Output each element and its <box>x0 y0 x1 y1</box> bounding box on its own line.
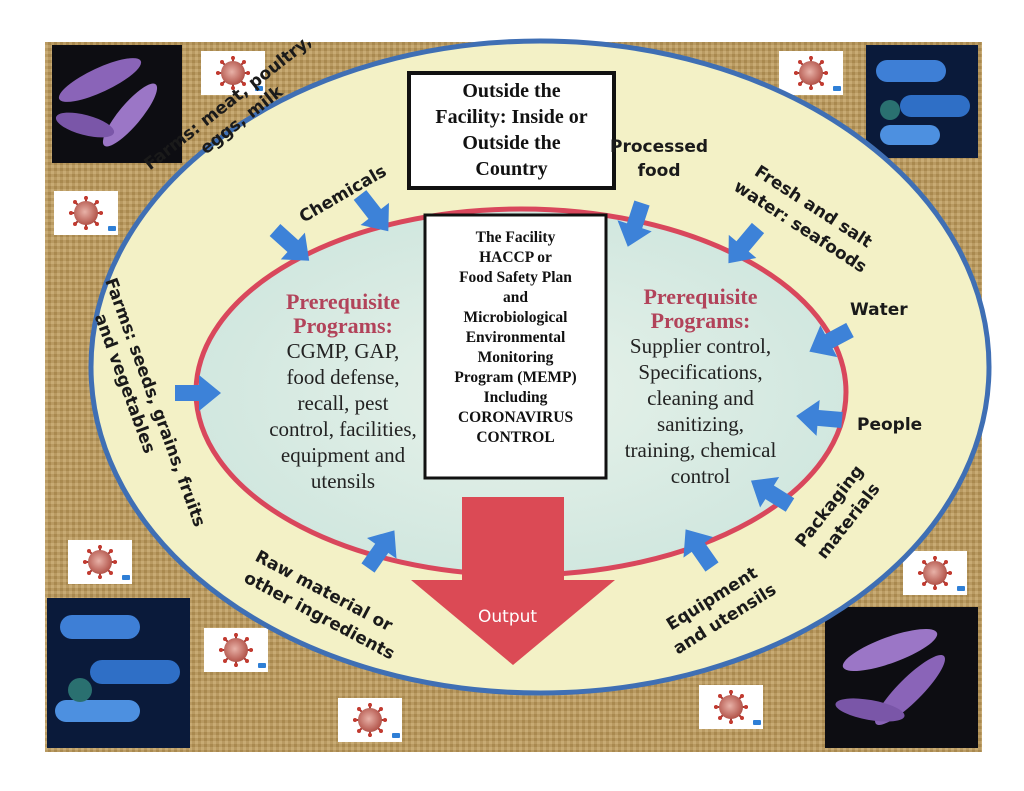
right-program-line: cleaning and <box>647 386 754 410</box>
coronavirus-icon <box>203 627 269 673</box>
facility-line: Monitoring <box>477 349 554 366</box>
left-program-line: CGMP, GAP, <box>286 339 400 363</box>
left-program-title: Programs: <box>293 313 393 338</box>
coronavirus-icon <box>337 697 403 743</box>
label-processed-food: Processed food <box>610 135 708 183</box>
facility-line: Microbiological <box>463 309 568 326</box>
facility-line: CORONAVIRUS <box>457 409 574 426</box>
facility-line: Program (MEMP) <box>454 369 577 386</box>
label-line: Processed <box>610 137 709 157</box>
coronavirus-icon <box>53 190 119 236</box>
blue-bacteria-image-bottom-left <box>47 598 190 748</box>
output-label: Output <box>478 607 538 627</box>
left-program-line: equipment and <box>280 443 406 467</box>
left-program-line: control, facilities, <box>269 417 417 441</box>
coronavirus-icon <box>902 550 968 596</box>
right-program-line: sanitizing, <box>657 412 744 436</box>
outside-line: Outside the <box>462 132 561 154</box>
right-program-title: Prerequisite <box>643 284 758 309</box>
left-program-line: food defense, <box>286 365 400 389</box>
label-people: People <box>857 415 923 435</box>
right-program-title: Programs: <box>650 308 751 333</box>
coronavirus-icon <box>698 684 764 730</box>
purple-bacteria-image-top-left <box>52 45 182 163</box>
facility-line: Environmental <box>465 329 566 346</box>
right-prerequisite-programs: Prerequisite Programs: Supplier control,… <box>608 285 793 489</box>
facility-box <box>423 213 608 480</box>
label-line: food <box>637 161 681 181</box>
outside-facility-text: Outside the Facility: Inside or Outside … <box>411 78 612 182</box>
right-program-line: Supplier control, <box>629 334 772 358</box>
blue-bacteria-image-top-right <box>866 45 978 158</box>
facility-line: CONTROL <box>476 429 555 446</box>
facility-text: The Facility HACCP or Food Safety Plan a… <box>428 228 603 448</box>
facility-line: The Facility <box>475 229 556 246</box>
coronavirus-icon <box>67 539 133 585</box>
purple-bacteria-image-bottom-right <box>825 607 978 748</box>
facility-line: Including <box>483 389 548 406</box>
outside-line: Country <box>475 158 548 180</box>
facility-line: HACCP or <box>479 249 552 266</box>
right-program-line: control <box>670 464 731 488</box>
right-program-line: Specifications, <box>638 360 763 384</box>
outside-facility-box <box>407 71 616 190</box>
coronavirus-icon <box>778 50 844 96</box>
left-program-title: Prerequisite <box>285 289 401 314</box>
facility-line: Food Safety Plan <box>459 269 572 286</box>
facility-line: and <box>503 289 528 306</box>
left-prerequisite-programs: Prerequisite Programs: CGMP, GAP, food d… <box>258 290 428 494</box>
outside-line: Facility: Inside or <box>435 106 588 128</box>
left-program-line: recall, pest <box>297 391 389 415</box>
label-water: Water <box>850 300 908 320</box>
left-program-line: utensils <box>310 469 376 493</box>
right-program-line: training, chemical <box>624 438 777 462</box>
output-arrow <box>411 497 615 665</box>
outside-line: Outside the <box>462 80 561 102</box>
